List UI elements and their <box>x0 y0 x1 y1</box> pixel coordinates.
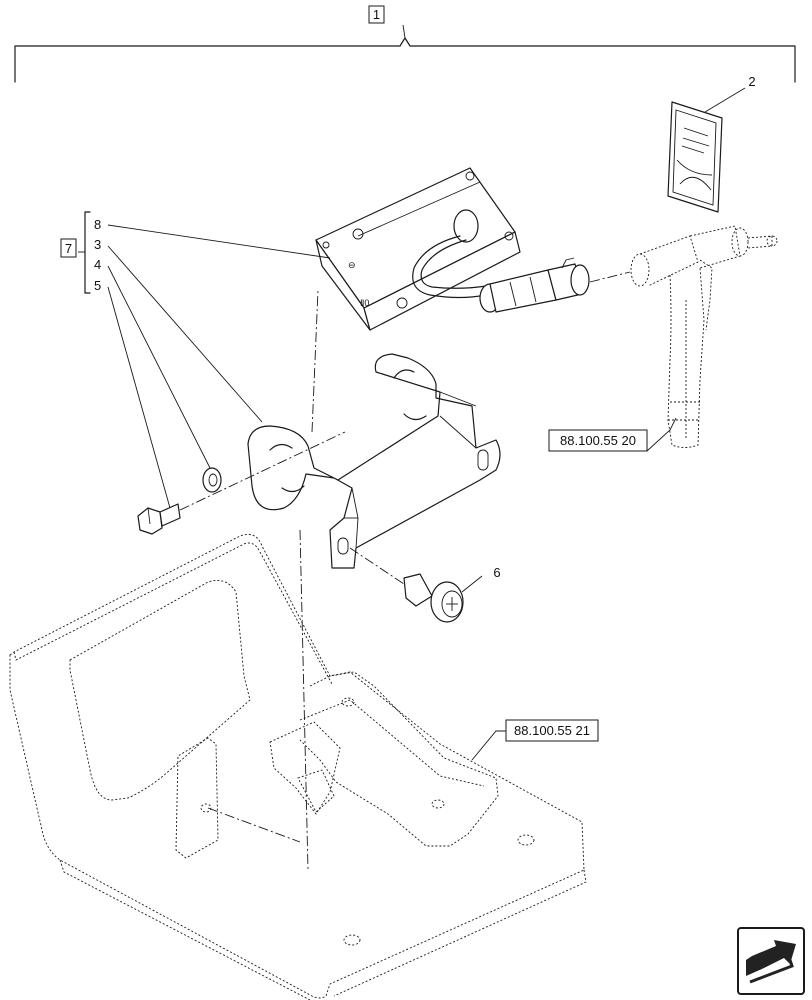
washer <box>202 467 222 493</box>
svg-text:7: 7 <box>65 241 72 256</box>
kit-bracket <box>14 24 796 83</box>
lamp-marking: ⊖ <box>348 260 356 270</box>
callout-2[interactable]: 2 <box>748 74 755 89</box>
lamp-module: ⊖ Ⅱ0 <box>315 167 521 331</box>
leader-5 <box>107 286 171 509</box>
callout-5[interactable]: 5 <box>94 278 101 293</box>
callout-7[interactable]: 7 <box>60 238 77 258</box>
callout-3[interactable]: 3 <box>94 237 101 252</box>
mounting-bracket <box>247 353 501 569</box>
leader-8 <box>107 224 331 259</box>
callout-8[interactable]: 8 <box>94 217 101 232</box>
svg-text:88.100.55 21: 88.100.55 21 <box>514 723 590 738</box>
leader-4 <box>107 265 211 469</box>
svg-text:1: 1 <box>373 7 380 22</box>
instruction-sheet <box>667 101 723 213</box>
ref-bracket[interactable]: 88.100.55 21 <box>471 719 599 761</box>
flange-screw <box>403 573 464 623</box>
mount-axis <box>207 807 301 843</box>
cable-connector <box>479 257 590 313</box>
harness-end <box>630 225 778 448</box>
tractor-mount <box>9 533 587 1000</box>
lamp-marking-2: Ⅱ0 <box>360 298 369 308</box>
callout-group-left: 8 3 4 5 <box>78 211 101 294</box>
direction-arrow-icon[interactable] <box>737 927 805 995</box>
svg-text:88.100.55 20: 88.100.55 20 <box>560 433 636 448</box>
ref-harness[interactable]: 88.100.55 20 <box>548 417 677 452</box>
centre-line <box>299 529 309 871</box>
callout-6[interactable]: 6 <box>493 565 500 580</box>
leader-3 <box>107 245 263 423</box>
callout-4[interactable]: 4 <box>94 257 101 272</box>
callout-kit[interactable]: 1 <box>368 5 385 24</box>
hex-bolt <box>137 503 181 535</box>
